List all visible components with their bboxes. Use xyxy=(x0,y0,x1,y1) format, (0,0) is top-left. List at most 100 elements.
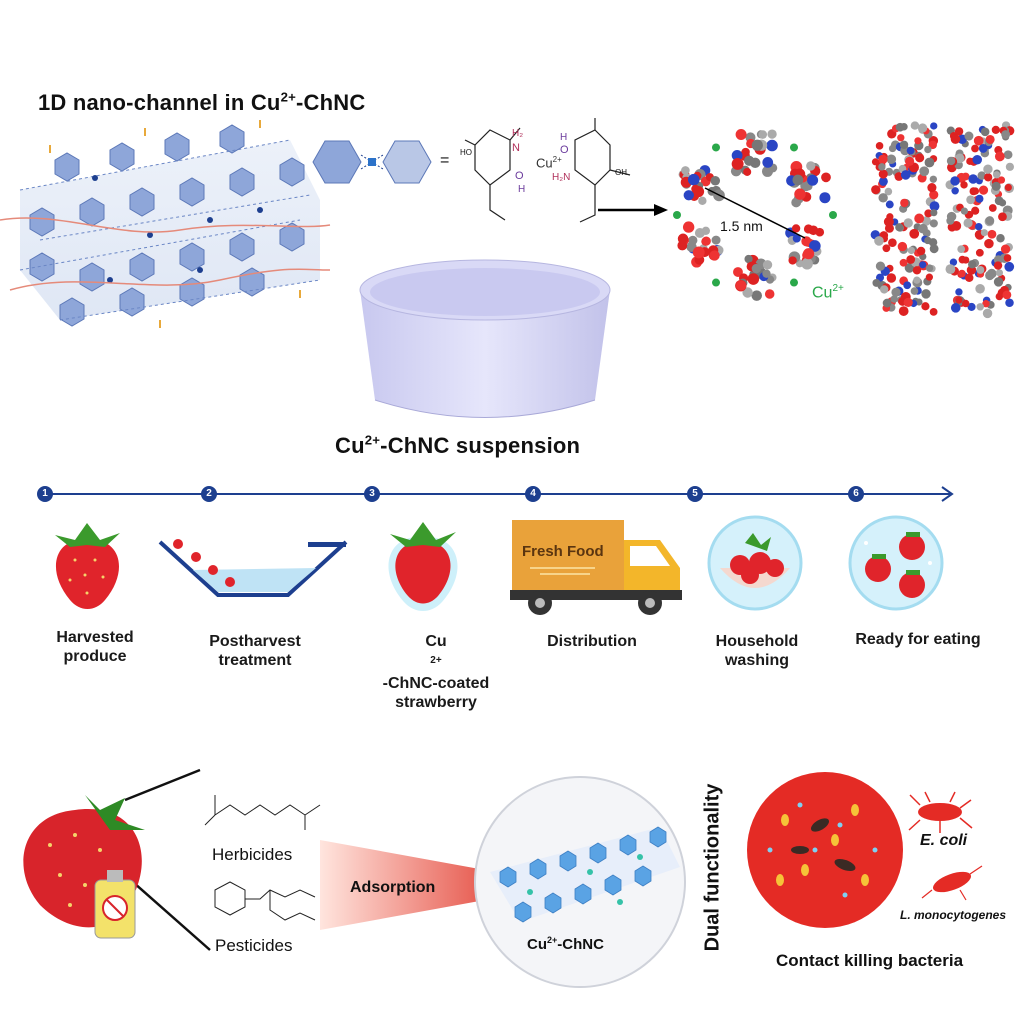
atom xyxy=(885,200,894,209)
atom xyxy=(1004,261,1015,272)
equals-sign: = xyxy=(440,152,450,169)
atom xyxy=(1004,183,1012,192)
atom xyxy=(897,134,905,142)
atom xyxy=(731,150,743,161)
atom xyxy=(950,303,961,313)
atom xyxy=(886,273,897,283)
atom xyxy=(971,206,980,215)
atom xyxy=(744,254,753,264)
atom xyxy=(762,269,771,278)
atom xyxy=(761,165,774,177)
pore-diameter-line xyxy=(704,187,806,239)
atom xyxy=(762,157,774,168)
atom xyxy=(878,169,888,179)
atom xyxy=(819,192,831,204)
cu-ion-label: Cu2+ xyxy=(812,283,844,302)
atom xyxy=(964,131,974,141)
atom xyxy=(996,234,1005,243)
adsorption-arrow xyxy=(320,840,525,930)
atom xyxy=(904,262,915,273)
atom xyxy=(961,172,970,181)
atom xyxy=(914,137,922,145)
step-marker-6: 6 xyxy=(848,486,864,502)
chem-h-left: H xyxy=(518,184,526,195)
atom xyxy=(875,261,886,271)
atom xyxy=(921,302,930,311)
delivery-truck-icon xyxy=(510,520,682,615)
atom xyxy=(886,154,897,165)
atom xyxy=(951,187,959,195)
atom xyxy=(975,248,984,257)
atom xyxy=(709,250,720,261)
atom xyxy=(975,194,984,203)
atom xyxy=(687,173,700,186)
atom xyxy=(924,209,933,218)
atom xyxy=(762,260,773,270)
atom xyxy=(751,139,763,151)
atom xyxy=(928,140,937,150)
atom xyxy=(978,185,989,195)
atom xyxy=(673,211,681,219)
atom xyxy=(1003,254,1012,262)
atom xyxy=(733,267,743,277)
ecoli-icon xyxy=(908,791,973,833)
atom xyxy=(691,184,700,194)
atom xyxy=(960,181,968,189)
atom xyxy=(897,241,908,252)
atom xyxy=(792,174,804,186)
atom xyxy=(975,284,985,294)
atom xyxy=(954,127,964,136)
atom xyxy=(995,292,1004,301)
atom xyxy=(683,190,694,201)
pesticides-label: Pesticides xyxy=(215,936,293,955)
ecoli-label: E. coli xyxy=(920,832,968,849)
atom xyxy=(950,176,960,186)
atom xyxy=(742,287,753,298)
atom xyxy=(960,207,969,215)
step-marker-1: 1 xyxy=(37,486,53,502)
atom xyxy=(966,195,975,205)
listeria-label: L. monocytogenes xyxy=(900,908,1007,922)
atom xyxy=(978,144,988,153)
atom xyxy=(961,299,970,308)
atom xyxy=(903,218,913,228)
atom xyxy=(808,225,819,236)
atom xyxy=(878,193,888,203)
atom xyxy=(913,276,921,284)
atom xyxy=(677,233,689,245)
atom xyxy=(890,295,898,303)
atom xyxy=(900,170,911,180)
contact-killing-label: Contact killing bacteria xyxy=(776,951,964,970)
atom xyxy=(882,298,892,308)
atom xyxy=(712,278,720,287)
pesticide-structure xyxy=(214,881,316,921)
atom xyxy=(962,256,970,264)
chem-n: N xyxy=(512,142,520,154)
atom xyxy=(895,223,904,232)
chem-o-top: O xyxy=(560,144,569,156)
atom xyxy=(871,158,879,166)
atom xyxy=(975,223,983,231)
atom xyxy=(1002,290,1012,300)
atom xyxy=(906,255,916,264)
washing-bowl-icon xyxy=(707,515,803,611)
atom xyxy=(1003,150,1013,160)
atom xyxy=(985,216,995,226)
atom xyxy=(949,258,958,266)
atom xyxy=(907,246,916,255)
atom xyxy=(929,244,939,254)
atom xyxy=(891,287,901,297)
chemical-structure: H₂ N Cu2+ H O O H H₂N HO OH xyxy=(460,110,640,230)
atom xyxy=(928,238,938,247)
atom xyxy=(807,174,819,186)
atom xyxy=(985,134,995,144)
atom xyxy=(744,155,755,166)
atom xyxy=(957,245,966,253)
atom xyxy=(888,144,897,153)
atom xyxy=(1005,298,1014,308)
atom xyxy=(710,175,721,186)
atom xyxy=(967,302,976,311)
atom xyxy=(925,264,934,272)
atom xyxy=(767,129,777,139)
atom xyxy=(914,213,925,224)
